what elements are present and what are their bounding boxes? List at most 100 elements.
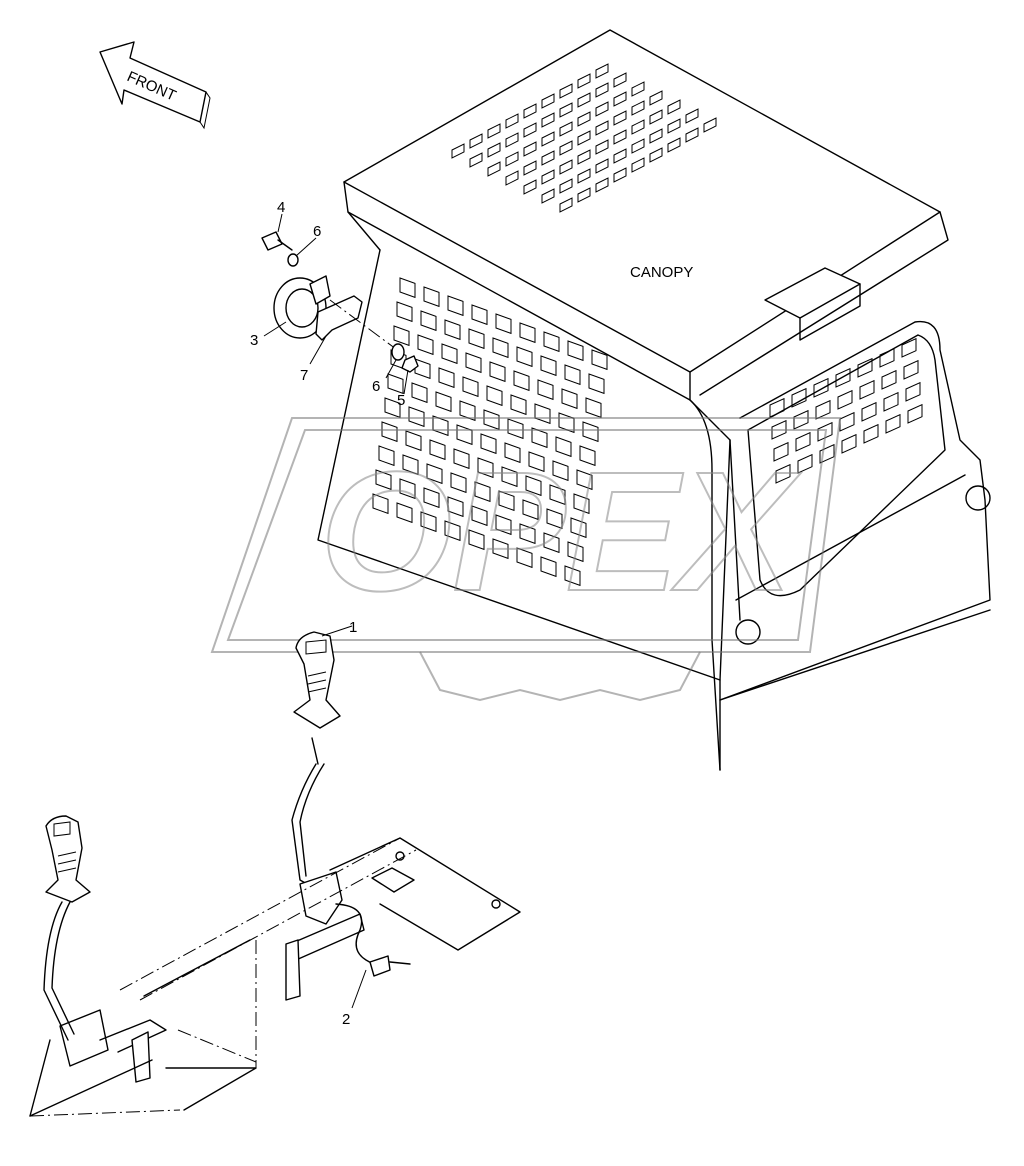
vent-slot [396, 301, 413, 323]
vent-slot [885, 413, 901, 434]
vent-slot [577, 92, 591, 108]
vent-slot [523, 160, 537, 176]
vent-slot [795, 431, 811, 452]
vent-slot [577, 187, 591, 203]
vent-slot [577, 149, 591, 165]
vent-slot [555, 436, 572, 458]
vent-slot [595, 82, 609, 98]
vent-slot [468, 529, 485, 551]
vent-slot [813, 377, 829, 398]
vent-slot [907, 403, 923, 424]
vent-slot [585, 397, 602, 419]
vent-slot [567, 541, 584, 563]
vent-slot [504, 442, 521, 464]
vent-slot [372, 493, 389, 515]
watermark-logo: OPEX [210, 417, 842, 702]
vent-slot [883, 391, 899, 412]
vent-slot [773, 441, 789, 462]
right-mount-plate [285, 837, 521, 1001]
vent-slot [841, 433, 857, 454]
vent-slot [447, 496, 464, 518]
vent-slot [510, 394, 527, 416]
front-arrow-icon: FRONT [99, 41, 211, 130]
vent-slot [519, 322, 536, 344]
vent-slot [501, 466, 518, 488]
vent-slot [534, 403, 551, 425]
vent-slot [429, 439, 446, 461]
vent-slot [573, 493, 590, 515]
vent-slot [546, 508, 563, 530]
vent-slot [667, 137, 681, 153]
vent-slot [525, 475, 542, 497]
vent-slot [582, 421, 599, 443]
vent-slot [528, 451, 545, 473]
vent-slot [685, 127, 699, 143]
vent-slot [543, 532, 560, 554]
vent-slot [541, 93, 555, 109]
vent-slot [567, 340, 584, 362]
joystick-handle [291, 631, 341, 889]
vent-slot [459, 400, 476, 422]
vent-slot [399, 277, 416, 299]
vent-slot [649, 147, 663, 163]
vent-slot [516, 547, 533, 569]
vent-slot [703, 117, 717, 133]
vent-slot [393, 325, 410, 347]
vent-slot [579, 445, 596, 467]
vent-slot [564, 364, 581, 386]
vent-slot [570, 517, 587, 539]
vent-slot [523, 122, 537, 138]
vent-slot [559, 159, 573, 175]
callout-4: 4 [277, 199, 285, 216]
vent-slot [549, 484, 566, 506]
vent-slot [631, 157, 645, 173]
vent-slot [450, 472, 467, 494]
vent-slot [423, 286, 440, 308]
vent-slot [505, 113, 519, 129]
vent-slot [411, 382, 428, 404]
vent-slot [453, 448, 470, 470]
vent-slot [505, 132, 519, 148]
vent-slot [378, 445, 395, 467]
vent-slot [438, 367, 455, 389]
vent-slot [595, 101, 609, 117]
callout-5: 5 [397, 392, 405, 409]
vent-slot [414, 358, 431, 380]
vent-slot [839, 411, 855, 432]
vent-slot [595, 120, 609, 136]
vent-slot [631, 138, 645, 154]
vent-slot [487, 161, 501, 177]
vent-slot [420, 310, 437, 332]
vent-slot [423, 487, 440, 509]
vent-slot [863, 423, 879, 444]
vent-slot [857, 357, 873, 378]
vent-slot [613, 148, 627, 164]
vent-slot [474, 481, 491, 503]
vent-slot [498, 490, 515, 512]
vent-slot [469, 133, 483, 149]
vent-slot [399, 478, 416, 500]
vent-slot [667, 99, 681, 115]
vent-slot [595, 177, 609, 193]
vent-slot [576, 469, 593, 491]
vent-slot [541, 150, 555, 166]
vent-slot [541, 131, 555, 147]
vent-slot [613, 110, 627, 126]
vent-slot [861, 401, 877, 422]
vent-slot [487, 142, 501, 158]
vent-slot [595, 63, 609, 79]
watermark-text: OPEX [320, 437, 801, 627]
vent-slot [667, 118, 681, 134]
vent-slot [523, 141, 537, 157]
canopy-label: CANOPY [630, 264, 693, 281]
roof-vent-grid [451, 63, 717, 213]
vent-slot [649, 128, 663, 144]
vent-slot [649, 109, 663, 125]
vent-slot [819, 443, 835, 464]
vent-slot [396, 502, 413, 524]
vent-slot [387, 373, 404, 395]
vent-slot [815, 399, 831, 420]
vent-slot [541, 188, 555, 204]
vent-slot [631, 119, 645, 135]
vent-slot [881, 369, 897, 390]
